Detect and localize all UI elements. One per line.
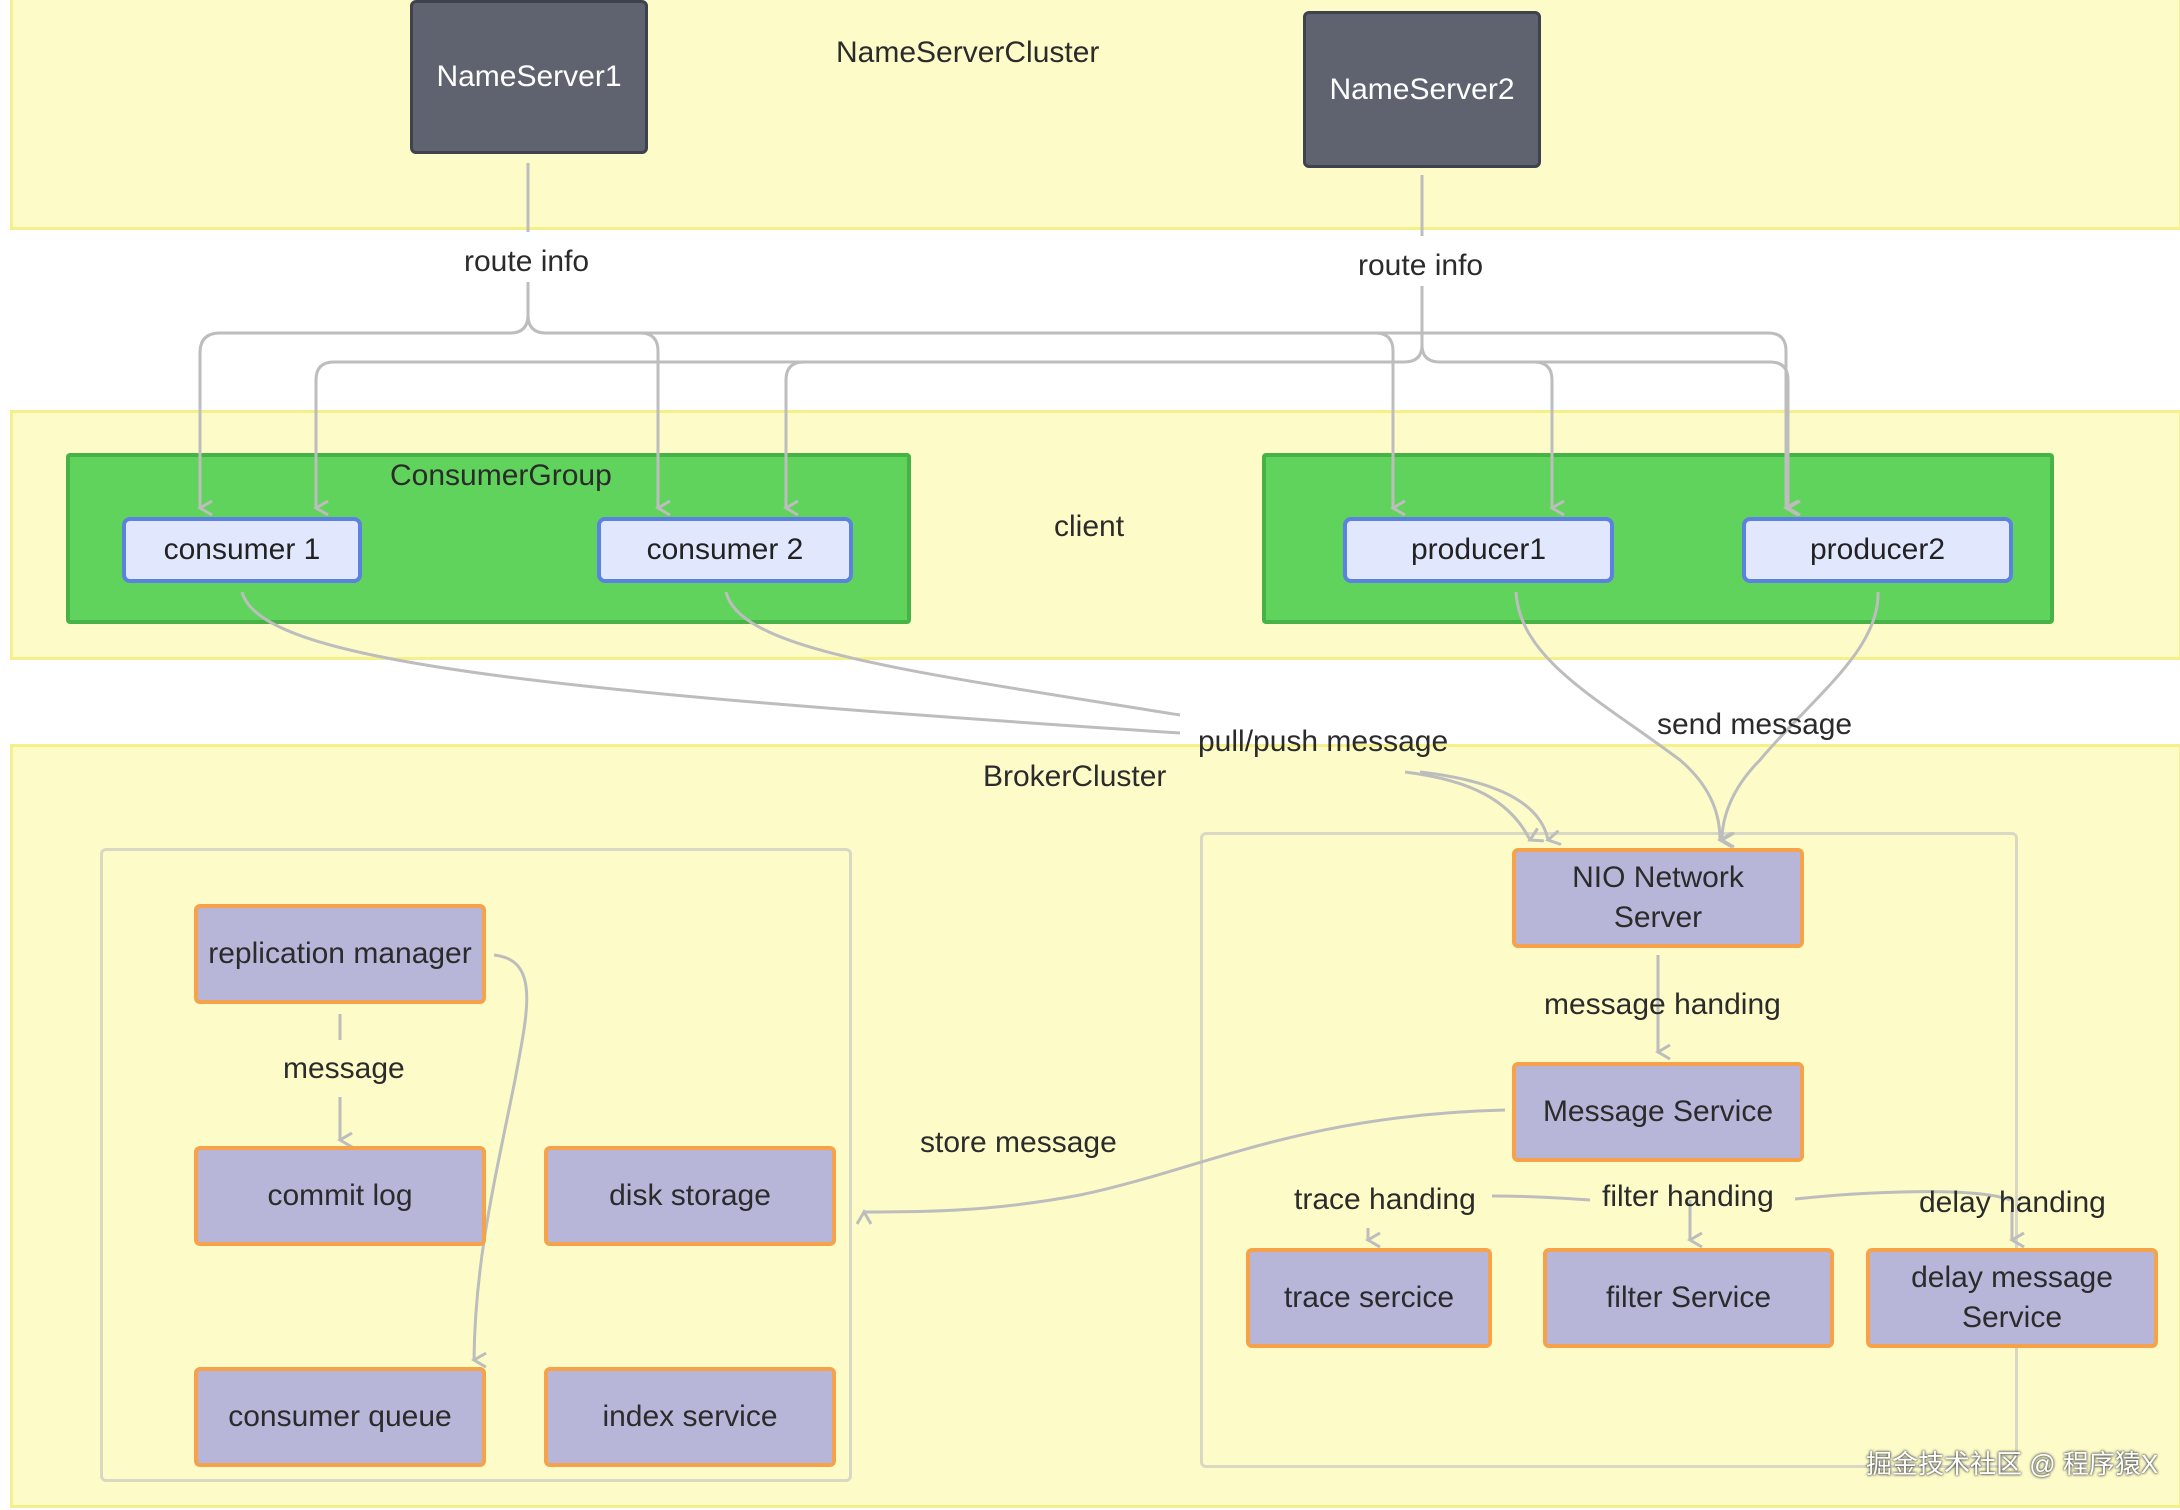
delay-handing-label: delay handing xyxy=(1919,1186,2106,1219)
delay-service-line-2: Service xyxy=(1961,1301,2063,1334)
storage-subsystem-box xyxy=(100,848,852,1482)
store-message-line xyxy=(864,1108,1506,1212)
ns2-route-branch xyxy=(1534,360,1788,508)
message-handing-label: message handing xyxy=(1544,988,1781,1021)
filter-handing-label: filter handing xyxy=(1602,1180,1774,1213)
filter-service-box[interactable]: filter Service xyxy=(1543,1248,1834,1348)
ns2-route-branch xyxy=(786,360,1404,508)
consumer2-flow xyxy=(724,591,1181,717)
nio-network-server-box[interactable]: NIO Network Server xyxy=(1512,848,1804,948)
producer-2-node[interactable]: producer2 xyxy=(1742,517,2013,583)
trace-handing-label: trace handing xyxy=(1294,1183,1476,1216)
watermark-text: 掘金技术社区 @ 程序猿X xyxy=(1866,1449,2159,1479)
consumer-group-title: ConsumerGroup xyxy=(390,459,612,492)
nameserver-2[interactable]: NameServer2 xyxy=(1303,11,1541,168)
replication-manager-box[interactable]: replication manager xyxy=(194,904,486,1004)
send-message-label: send message xyxy=(1657,708,1853,741)
index-service-box[interactable]: index service xyxy=(544,1367,836,1467)
route-info-label-2: route info xyxy=(1354,249,1488,283)
trace-service-box[interactable]: trace sercice xyxy=(1246,1248,1492,1348)
delay-message-service-box[interactable]: delay message Service xyxy=(1866,1248,2158,1348)
filter-to-delay-line xyxy=(1794,1190,2011,1202)
pull-push-arrow xyxy=(1404,770,1530,840)
ns1-route-branch xyxy=(546,331,1393,508)
nameserver-cluster-title: NameServerCluster xyxy=(836,36,1100,69)
producer2-flow xyxy=(1722,591,1880,840)
ns1-route-branch xyxy=(1375,331,1786,508)
commit-log-box[interactable]: commit log xyxy=(194,1146,486,1246)
pull-push-message-label: pull/push message xyxy=(1198,725,1449,758)
filter-to-trace-line xyxy=(1491,1194,1591,1202)
pull-push-arrow xyxy=(1419,770,1548,840)
network-subsystem-box xyxy=(1200,832,2018,1468)
broker-cluster-title: BrokerCluster xyxy=(983,760,1167,793)
consumer-2-node[interactable]: consumer 2 xyxy=(597,517,853,583)
message-label: message xyxy=(283,1052,405,1085)
consumer-queue-box[interactable]: consumer queue xyxy=(194,1367,486,1467)
producer-1-node[interactable]: producer1 xyxy=(1343,517,1614,583)
disk-storage-box[interactable]: disk storage xyxy=(544,1146,836,1246)
ns1-route-branch xyxy=(200,282,530,508)
store-message-label: store message xyxy=(920,1126,1117,1159)
message-service-box[interactable]: Message Service xyxy=(1512,1062,1804,1162)
consumer-1-node[interactable]: consumer 1 xyxy=(122,517,362,583)
nameserver-cluster-zone xyxy=(10,0,2180,230)
consumer1-flow xyxy=(240,591,1181,735)
producer1-flow xyxy=(1514,591,1720,840)
client-zone-title: client xyxy=(1054,510,1125,543)
route-info-label-1: route info xyxy=(460,245,594,279)
replication-to-queue-line xyxy=(474,953,529,1360)
ns2-route-branch xyxy=(1420,344,1552,508)
nameserver-1[interactable]: NameServer1 xyxy=(410,0,648,154)
delay-service-line-1: delay message xyxy=(1911,1261,2113,1294)
